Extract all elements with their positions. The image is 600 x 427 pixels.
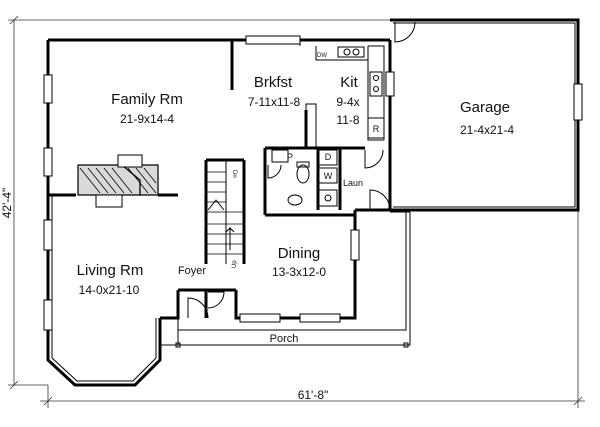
depth-dimension <box>8 15 48 390</box>
kitchen-size-line2: 11-8 <box>336 113 359 127</box>
refrigerator-label: R <box>373 124 380 134</box>
breakfast-size: 7-11x11-8 <box>248 95 301 109</box>
pantry-label: P <box>287 152 293 162</box>
bath-fixtures <box>271 149 338 207</box>
dryer-label: D <box>325 152 332 162</box>
overall-width-dimension: 61'-8" <box>298 388 329 402</box>
living-room-name: Living Rm <box>77 262 144 279</box>
exterior-walls <box>46 38 392 387</box>
washer-label: W <box>324 171 333 181</box>
garage-name: Garage <box>460 99 510 116</box>
laundry-label: Laun <box>343 178 363 188</box>
porch-label: Porch <box>270 333 299 345</box>
width-dimension <box>40 210 585 408</box>
living-room-size: 14-0x21-10 <box>79 283 140 297</box>
windows <box>43 35 583 331</box>
kitchen-size-line1: 9-4x <box>336 95 359 109</box>
doors <box>187 149 391 319</box>
garage-size: 21-4x21-4 <box>460 123 514 137</box>
breakfast-name: Brkfst <box>254 74 293 91</box>
fireplace-icon <box>77 154 159 208</box>
stair-up-label: Up <box>232 260 238 268</box>
overall-depth-dimension: 42'-4" <box>0 188 14 219</box>
foyer-label: Foyer <box>178 265 206 277</box>
stair-down-label: Dn <box>231 170 237 178</box>
dining-size: 13-3x12-0 <box>272 265 326 279</box>
stairs-icon <box>206 160 244 264</box>
porch <box>160 211 411 348</box>
family-room-size: 21-9x14-4 <box>120 112 174 126</box>
kitchen-name: Kit <box>340 74 358 91</box>
family-room-name: Family Rm <box>111 91 183 108</box>
dishwasher-label: DW <box>317 53 327 59</box>
dining-name: Dining <box>278 245 321 262</box>
kitchen-counters <box>299 40 385 149</box>
